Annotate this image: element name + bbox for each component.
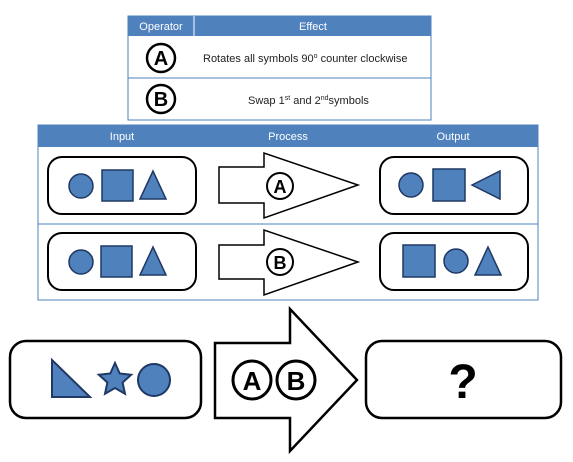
triangle-left-shape [470,169,501,201]
puzzle-output-box [364,339,563,420]
legend-row-b: B Swap 1st and 2ndsymbols [145,83,369,115]
circle-shape [137,363,171,397]
legend-header-effect: Effect [299,21,327,33]
legend-row-a: A Rotates all symbols 90o counter clockw… [145,42,407,74]
operator-b-badge [266,248,294,276]
examples-header-input: Input [110,131,134,143]
examples-header-process: Process [268,131,308,143]
operator-a-label: A [154,48,168,70]
triangle-shape [138,169,168,200]
example-1-process-label: A [274,177,287,197]
example-row-2: B [47,228,529,297]
operator-b-badge [145,83,177,115]
circle-shape [443,248,469,274]
operator-a-effect: Rotates all symbols 90o counter clockwis… [203,53,407,65]
examples-table: Input Process Output A B [37,124,539,301]
operator-legend-table: Operator Effect A Rotates all symbols 90… [127,15,432,121]
right-triangle-shape [51,357,93,398]
star-shape [96,360,134,396]
circle-shape [398,172,424,198]
circle-shape [68,249,94,275]
examples-header [38,125,538,147]
triangle-shape [473,245,503,276]
example-row-1: A [47,151,529,220]
puzzle-process-label-a: A [243,366,262,396]
example-2-process-label: B [274,253,287,273]
legend-header-operator: Operator [139,21,183,33]
square-shape [100,245,133,278]
operator-a-badge [231,359,273,401]
operator-a-badge [145,42,177,74]
square-shape [402,244,436,278]
operator-b-label: B [154,89,168,111]
square-shape [432,168,466,202]
puzzle-row: A B ? [8,305,563,455]
operator-b-effect: Swap 1st and 2ndsymbols [248,95,369,107]
triangle-shape [138,245,168,276]
circle-shape [68,173,94,199]
puzzle-process-label-b: B [287,366,306,396]
legend-header [128,16,431,36]
operator-b-badge [275,359,317,401]
square-shape [101,169,134,202]
puzzle-question-mark: ? [448,356,477,409]
operator-a-badge [266,172,294,200]
examples-header-output: Output [436,131,469,143]
